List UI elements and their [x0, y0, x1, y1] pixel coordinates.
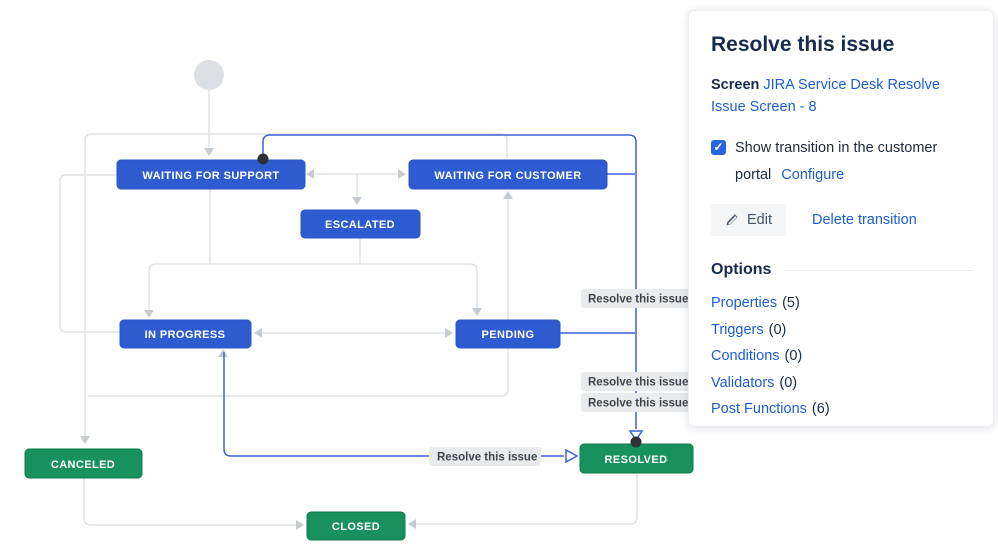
list-item: Triggers(0)	[711, 317, 973, 344]
conditions-count: (0)	[784, 348, 803, 364]
validators-count: (0)	[779, 374, 798, 391]
post-functions-count: (6)	[811, 401, 830, 417]
status-node-closed[interactable]: CLOSED	[306, 511, 406, 541]
screen-label: Screen	[711, 77, 760, 93]
options-heading: Options	[711, 261, 772, 278]
status-label: RESOLVED	[605, 454, 668, 466]
portal-row: ✓ Show transition in the customer portal…	[711, 135, 973, 189]
edit-button-label: Edit	[747, 212, 772, 228]
transition-endpoint-dot[interactable]	[630, 436, 642, 448]
status-node-waiting-for-support[interactable]: WAITING FOR SUPPORT	[116, 159, 306, 190]
status-node-waiting-for-customer[interactable]: WAITING FOR CUSTOMER	[408, 159, 608, 190]
start-node[interactable]	[194, 60, 224, 90]
panel-title: Resolve this issue	[711, 33, 895, 56]
status-label: CANCELED	[51, 459, 115, 471]
screen-row: Screen JIRA Service Desk Resolve Issue S…	[711, 75, 973, 118]
properties-count: (5)	[782, 295, 800, 311]
selected-transition-lines	[223, 134, 644, 464]
screen-link[interactable]: JIRA Service Desk Resolve Issue Screen -…	[711, 77, 940, 115]
transition-details-panel: Resolve this issue Screen JIRA Service D…	[688, 10, 994, 427]
transition-label[interactable]: Resolve this issue	[581, 372, 694, 391]
post-functions-link[interactable]: Post Functions	[711, 401, 807, 417]
status-node-canceled[interactable]: CANCELED	[24, 448, 143, 479]
portal-checkbox[interactable]: ✓	[711, 140, 726, 155]
svg-text:Resolve this issue: Resolve this issue	[437, 452, 537, 464]
status-node-resolved[interactable]: RESOLVED	[579, 443, 694, 474]
transition-arrowheads-gray	[80, 148, 513, 530]
edit-button[interactable]: Edit	[711, 204, 786, 236]
options-list: Properties(5) Triggers(0) Conditions(0) …	[711, 290, 973, 423]
pencil-icon	[726, 214, 738, 226]
transition-label[interactable]: Resolve this issue	[429, 447, 541, 466]
properties-link[interactable]: Properties	[711, 295, 778, 311]
transition-label[interactable]: Resolve this issue	[581, 393, 694, 412]
status-label: WAITING FOR CUSTOMER	[434, 170, 581, 182]
configure-link[interactable]: Configure	[781, 167, 845, 183]
delete-transition-link[interactable]: Delete transition	[812, 212, 917, 228]
status-node-in-progress[interactable]: IN PROGRESS	[119, 319, 252, 349]
status-label: ESCALATED	[325, 219, 395, 231]
list-item: Validators(0)	[711, 370, 973, 397]
svg-text:Resolve this issue: Resolve this issue	[588, 294, 688, 306]
options-divider	[783, 269, 973, 271]
list-item: Properties(5)	[711, 290, 973, 317]
options-section: Options Properties(5) Triggers(0) Condit…	[711, 261, 973, 423]
status-label: CLOSED	[332, 521, 380, 533]
triggers-count: (0)	[768, 321, 787, 338]
conditions-link[interactable]: Conditions	[711, 348, 780, 364]
svg-text:Resolve this issue: Resolve this issue	[588, 398, 688, 410]
triggers-link[interactable]: Triggers	[711, 321, 764, 338]
transition-label[interactable]: Resolve this issue	[581, 289, 694, 308]
status-label: PENDING	[482, 329, 535, 341]
transition-endpoint-dot[interactable]	[257, 153, 269, 165]
list-item: Post Functions(6)	[711, 396, 973, 423]
svg-text:Resolve this issue: Resolve this issue	[588, 377, 688, 389]
actions-row: Edit Delete transition	[711, 204, 973, 236]
transition-lines-gray	[59, 90, 638, 526]
status-node-pending[interactable]: PENDING	[455, 319, 561, 349]
list-item: Conditions(0)	[711, 343, 973, 370]
status-label: IN PROGRESS	[145, 329, 226, 341]
status-node-escalated[interactable]: ESCALATED	[300, 209, 421, 239]
portal-checkbox-label: Show transition in the customer portal	[735, 140, 938, 183]
status-label: WAITING FOR SUPPORT	[142, 170, 279, 182]
validators-link[interactable]: Validators	[711, 374, 775, 391]
